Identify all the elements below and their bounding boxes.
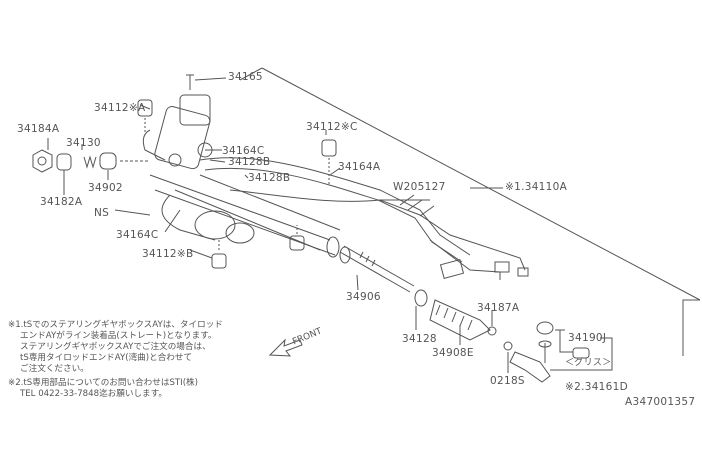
diagram-code: A347001357	[625, 396, 696, 408]
note-line: TEL 0422-33-7848迄お願いします。	[20, 389, 167, 399]
part-label-34128[interactable]: 34128	[402, 333, 437, 345]
note-line: ※1.tSでのステアリングギヤボックスAYは、タイロッド	[8, 320, 223, 330]
front-arrow-icon	[268, 338, 303, 357]
note-line: エンドAYがライン装着品(ストレート)となります。	[20, 331, 217, 341]
part-label-grease: ＜グリス＞	[565, 358, 612, 368]
part-label-34112b[interactable]: 34112※B	[142, 248, 194, 260]
notes: ※1.tSでのステアリングギヤボックスAYは、タイロッド エンドAYがライン装着…	[8, 320, 223, 400]
part-label-34908e[interactable]: 34908E	[432, 347, 474, 359]
part-label-ns[interactable]: NS	[94, 207, 110, 219]
part-label-34110a[interactable]: ※1.34110A	[505, 181, 568, 193]
part-label-34130[interactable]: 34130	[66, 137, 101, 149]
part-label-34182a[interactable]: 34182A	[40, 196, 83, 208]
part-label-34184a[interactable]: 34184A	[17, 123, 60, 135]
leader-lines	[47, 77, 509, 373]
note-line: ステアリングギヤボックスAYでご注文の場合は、	[20, 342, 211, 352]
part-label-34164c-low[interactable]: 34164C	[116, 229, 159, 241]
part-label-34161d[interactable]: ※2.34161D	[565, 381, 629, 393]
part-label-34112a[interactable]: 34112※A	[94, 102, 146, 114]
part-label-34187a[interactable]: 34187A	[477, 302, 520, 314]
part-label-34190j[interactable]: 34190J	[568, 332, 607, 344]
part-label-34164a[interactable]: 34164A	[338, 161, 381, 173]
fluid-pipes	[199, 157, 529, 280]
part-label-34128b-mid[interactable]: 34128B	[248, 172, 291, 184]
part-label-w205127[interactable]: W205127	[393, 181, 446, 193]
note-line: ご注文ください。	[20, 364, 89, 374]
tie-rod	[339, 245, 613, 383]
rack-tube	[149, 174, 341, 258]
left-components	[32, 149, 150, 173]
part-label-34128b-top[interactable]: 34128B	[228, 156, 271, 168]
bushings	[137, 99, 337, 269]
part-label-34906[interactable]: 34906	[346, 291, 381, 303]
part-label-34165[interactable]: 34165	[228, 71, 263, 83]
part-label-34164c-top[interactable]: 34164C	[222, 145, 265, 157]
part-label-0218s[interactable]: 0218S	[490, 375, 525, 387]
note-line: tS専用タイロッドエンドAY(湾曲)と合わせて	[20, 353, 193, 363]
assembly-boundary	[239, 67, 701, 356]
part-label-34902[interactable]: 34902	[88, 182, 123, 194]
note-line: ※2.tS専用部品についてのお問い合わせはSTI(株)	[8, 378, 199, 388]
part-label-34112c[interactable]: 34112※C	[306, 121, 358, 133]
valve-housing	[142, 74, 213, 170]
